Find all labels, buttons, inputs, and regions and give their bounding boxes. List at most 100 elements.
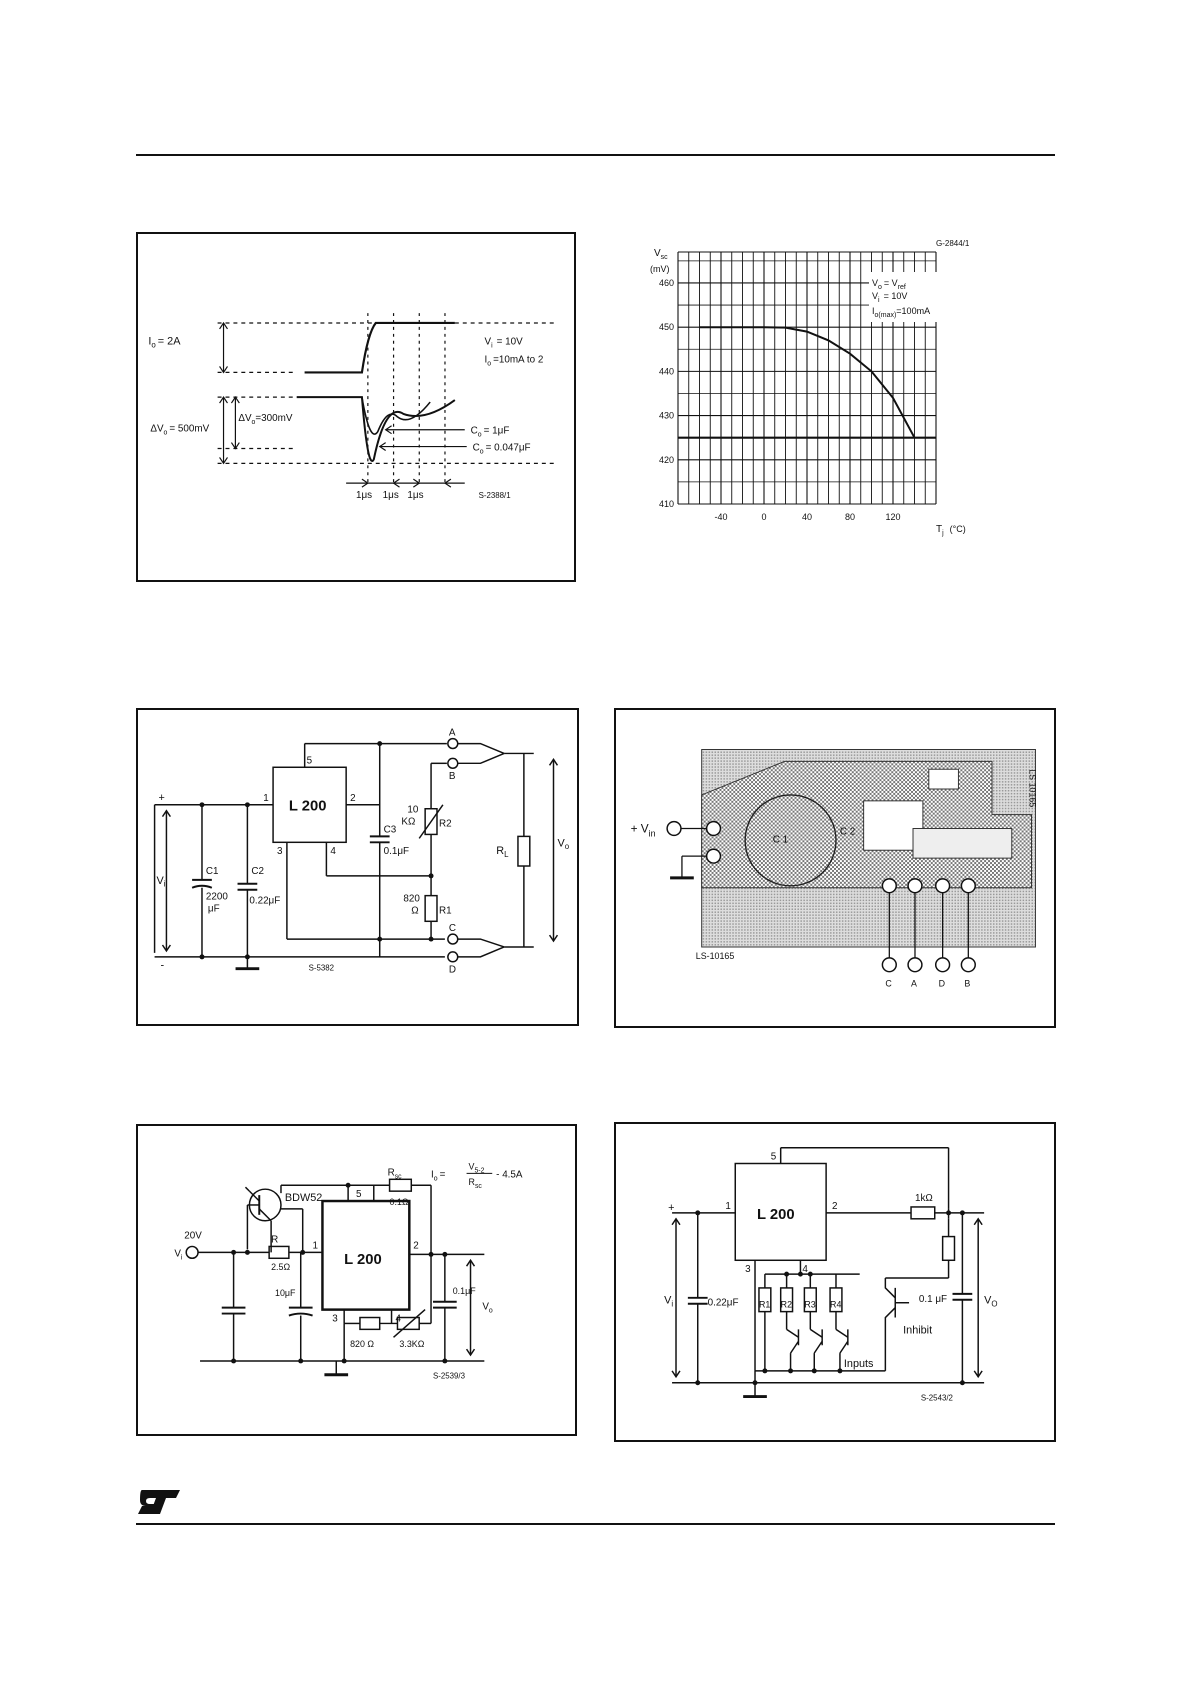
vo-label: V [557, 837, 565, 849]
c2-value: 0.22μF [249, 896, 280, 907]
input-voltage-value: 20V [184, 1231, 202, 1242]
ic-label: L 200 [344, 1252, 382, 1268]
svg-text:Io(max)=100mA: Io(max)=100mA [872, 306, 930, 319]
transistor-label: BDW52 [285, 1192, 322, 1204]
dvo-inner-label: ΔV [238, 413, 252, 424]
chart-grid [677, 251, 937, 505]
svg-text:Vo= Vref: Vo= Vref [872, 278, 906, 291]
figure-code: S-5382 [309, 964, 334, 973]
pcb-pin-c: C [885, 979, 892, 989]
y-tick-label: 410 [659, 499, 674, 509]
terminal-b: B [449, 771, 456, 782]
x-tick-label: -40 [714, 512, 727, 522]
terminal-a: A [449, 728, 456, 739]
vi-label: V [157, 875, 165, 887]
figure-pcb-layout: + Vin C 1 C 2 LS-10165 LS 10165 C A D B [614, 708, 1056, 1028]
x-tick-label: 0 [761, 512, 766, 522]
vo-label: V [482, 1302, 489, 1313]
r-value: 2.5Ω [271, 1262, 290, 1272]
co-1uf-label: C [471, 426, 478, 437]
pin-4: 4 [330, 846, 336, 857]
formula-rhs: - 4.5A [496, 1169, 523, 1180]
svg-text:RL: RL [496, 845, 509, 859]
pin-2: 2 [832, 1201, 837, 1212]
pcb-pin-b: B [964, 979, 970, 989]
r1-label: R1 [439, 905, 452, 916]
figure-code: S-2543/2 [921, 1394, 953, 1403]
vi-label: V [174, 1248, 181, 1259]
regulator-schematic: L 200 1 2 3 4 5 C1 2200 μF C2 0.22μF C3 … [153, 728, 570, 976]
rl-label: R [496, 845, 504, 857]
pin-2: 2 [413, 1240, 418, 1251]
vsc-curve [699, 326, 916, 439]
terminal-c: C [449, 923, 456, 934]
pcb-pin-a: A [911, 979, 917, 989]
cout-value: 0.1 μF [919, 1294, 947, 1305]
svg-text:KΩ: KΩ [401, 817, 415, 828]
c1-value: 2200 [206, 892, 228, 903]
c1-label: C1 [206, 866, 219, 877]
svg-text:Vi: Vi [157, 875, 166, 889]
cin-value: 0.22μF [708, 1298, 739, 1309]
rsc-value: 0.1Ω [390, 1197, 409, 1207]
condition-vi: V [872, 291, 878, 301]
plus-sign: + [668, 1202, 674, 1214]
y-tick-label: 460 [659, 278, 674, 288]
vin-label: + V [631, 821, 649, 835]
chart-code: G-2844/1 [936, 239, 970, 248]
svg-text:ΔVo=300mV: ΔVo=300mV [238, 413, 293, 426]
ic-l200-box [321, 1199, 411, 1311]
y-axis-unit: (mV) [650, 264, 670, 274]
pin-2: 2 [350, 793, 355, 804]
time-1us-a: 1μs [356, 490, 372, 501]
cout-value: 0.1μF [453, 1286, 476, 1296]
vi-condition: V [485, 337, 492, 348]
svg-text:Io=10mA to 2: Io=10mA to 2 [485, 355, 544, 368]
svg-text:Vi= 10V: Vi= 10V [872, 291, 907, 304]
time-1us-c: 1μs [407, 490, 423, 501]
svg-text:Io= 2A: Io= 2A [148, 336, 181, 350]
svg-text:Rsc: Rsc [469, 1177, 483, 1190]
time-1us-b: 1μs [383, 490, 399, 501]
svg-text:Co= 0.047μF: Co= 0.047μF [473, 442, 531, 455]
figure-code: S-2388/1 [479, 491, 511, 500]
svg-text:Vo: Vo [557, 837, 569, 851]
y-tick-label: 440 [659, 366, 674, 376]
svg-text:Rsc: Rsc [388, 1167, 403, 1180]
svg-text:Vi: Vi [664, 1295, 673, 1309]
io-label: I [148, 336, 151, 348]
r4-label: R4 [830, 1300, 841, 1310]
pin-4: 4 [802, 1264, 808, 1275]
c1-silkscreen: C 1 [773, 834, 788, 845]
y-tick-label: 420 [659, 455, 674, 465]
ic-label: L 200 [289, 799, 327, 815]
svg-text:Tj(°C): Tj(°C) [936, 524, 966, 537]
pin-3: 3 [277, 846, 283, 857]
digital-outputs-schematic: L 200 1 2 3 4 5 1kΩ 0.22μF 0.1 μF Vi VO … [664, 1146, 998, 1403]
pcb-drawing: + Vin C 1 C 2 LS-10165 LS 10165 C A D B [631, 749, 1038, 989]
rvar-value: 3.3KΩ [399, 1339, 424, 1349]
r2-label: R2 [781, 1300, 792, 1310]
svg-text:+ Vin: + Vin [631, 821, 656, 838]
c3-label: C3 [384, 824, 397, 835]
svg-text:Vi= 10V: Vi= 10V [485, 337, 524, 350]
minus-sign: - [161, 960, 165, 972]
figure-load-transient: Io= 2A ΔVo= 500mV ΔVo=300mV Vi= 10V Io=1… [136, 232, 576, 582]
pin-5: 5 [356, 1189, 362, 1200]
pin-1: 1 [725, 1201, 730, 1212]
r-label: R [271, 1234, 278, 1245]
terminal-d: D [449, 965, 456, 976]
r1k-value: 1kΩ [915, 1193, 933, 1204]
header-rule [136, 154, 1055, 156]
pin-1: 1 [263, 793, 268, 804]
pin-5: 5 [771, 1152, 777, 1163]
x-axis-label: T [936, 524, 942, 535]
rsc-label: R [388, 1167, 395, 1178]
pin-5: 5 [307, 755, 313, 766]
svg-text:ΔVo= 500mV: ΔVo= 500mV [150, 424, 209, 437]
figure-regulator-circuit: L 200 1 2 3 4 5 C1 2200 μF C2 0.22μF C3 … [136, 708, 579, 1026]
chart-series [699, 326, 916, 439]
y-axis-label: V [654, 248, 661, 259]
